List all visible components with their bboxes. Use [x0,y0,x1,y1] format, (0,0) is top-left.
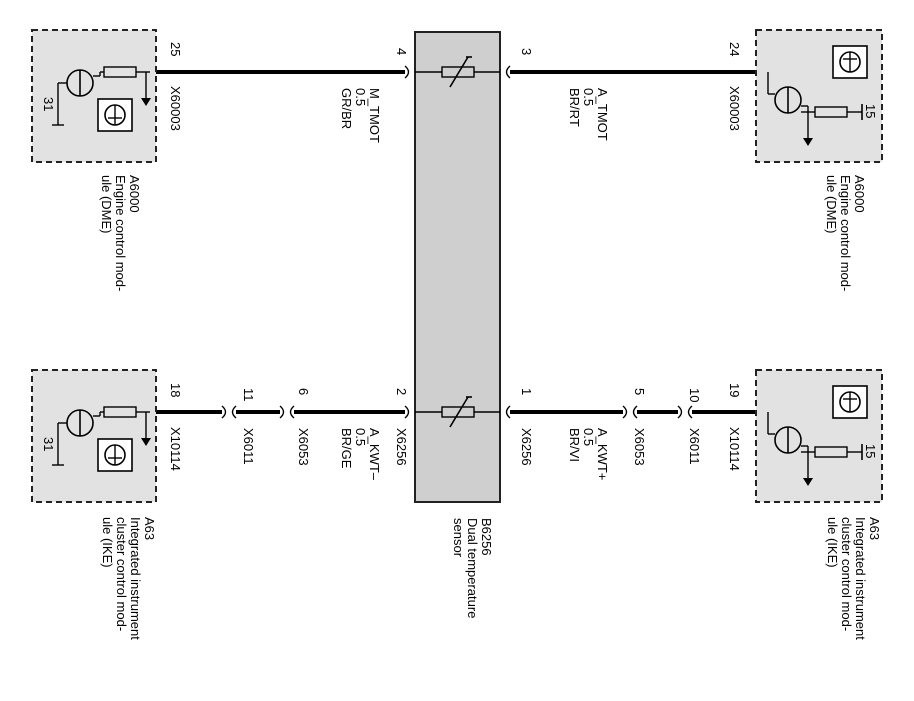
sensor-name-line-2: sensor [451,518,466,558]
module-a63-right: 15 19 X10114 A63 Integrated instrument c… [727,369,883,640]
control-unit-icon [832,45,868,79]
wire-a-kwt-plus [505,405,762,419]
control-unit-icon [832,385,868,419]
connector-label: X60003 [168,86,183,131]
module-name-line-2: ule (DME) [824,175,839,234]
sensor-id: B6256 [479,518,494,556]
label-m-tmot: 4 M_TMOT 0.5 GR/BR [339,48,409,143]
module-a6000-left: 31 25 X60003 A6000 Engine control mod- u… [31,29,183,291]
resistor-icon [99,66,151,106]
sensor-pin-1: 1 [519,388,534,395]
sensor-b6256 [414,31,501,503]
sensor-pin-4: 4 [394,48,409,55]
connector-label: X10114 [168,427,183,471]
pin-label: 18 [168,383,183,397]
module-name-line-3: ule (IKE) [100,517,115,568]
transistor-icon [52,69,100,126]
sensor-name-line-1: Dual temperature [465,518,480,618]
inline-pin-11: 11 [241,388,256,402]
wire-m-tmot [150,65,410,79]
wire-a-kwt-minus [150,405,410,419]
signal-name: M_TMOT [367,88,382,143]
label-sensor: B6256 Dual temperature sensor [451,518,494,618]
sensor-connector: X6256 [394,428,409,466]
module-id: A6000 [852,175,867,213]
control-unit-icon [97,98,133,132]
wire-gauge: 0.5 [353,428,368,446]
ground-label: 31 [41,437,56,451]
resistor-icon [99,406,151,446]
label-a-kwt-plus: 1 X6256 A_KWT+ 0.5 BR/VI 5 X6053 10 X601… [519,388,702,480]
connector-label: X60003 [727,86,742,131]
label-a-kwt-minus: 2 X6256 A_KWT– 0.5 BR/GE 6 X6053 11 X601… [241,388,409,481]
wire-gauge: 0.5 [581,428,596,446]
inline-connector-x6053: X6053 [632,428,647,466]
wire-a-tmot [505,65,762,79]
wire-gauge: 0.5 [353,88,368,106]
module-id: A6000 [127,175,142,213]
sensor-pin-2: 2 [394,388,409,395]
module-name-line-2: cluster control mod- [114,517,129,631]
signal-name: A_TMOT [595,88,610,141]
module-id: A63 [142,517,157,540]
sensor-body [414,31,501,503]
sensor-pin-3: 3 [519,48,534,55]
module-name-line-1: Engine control mod- [113,175,128,291]
signal-name: A_KWT+ [595,428,610,480]
sensor-connector: X6256 [519,428,534,466]
supply-label: 15 [863,444,878,458]
module-name-line-2: ule (DME) [99,175,114,234]
signal-name: A_KWT– [367,428,382,481]
inline-pin-6: 6 [296,388,311,395]
module-a6000-right: 15 24 X60003 A6000 Engine control mod- u… [727,29,883,291]
pin-label: 24 [727,42,742,56]
module-name-line-1: Integrated instrument [128,517,143,640]
module-name-line-3: ule (IKE) [825,517,840,568]
wire-color: BR/VI [567,428,582,462]
supply-label: 15 [863,104,878,118]
wire-color: BR/RT [567,88,582,127]
transistor-icon [52,409,100,466]
wire-gauge: 0.5 [581,88,596,106]
pin-label: 19 [727,383,742,397]
inline-connector-x6011: X6011 [241,428,256,465]
wire-color: BR/GE [339,428,354,469]
wire-color: GR/BR [339,88,354,129]
pin-label: 25 [168,42,183,56]
connector-label: X10114 [727,427,742,471]
module-name-line-1: Engine control mod- [838,175,853,291]
inline-pin-10: 10 [687,388,702,402]
resistor-icon [801,104,863,120]
module-id: A63 [867,517,882,540]
label-a-tmot: 3 A_TMOT 0.5 BR/RT [519,48,610,141]
module-name-line-1: Integrated instrument [853,517,868,640]
ground-label: 31 [41,97,56,111]
inline-connector-x6011: X6011 [687,428,702,465]
resistor-icon [801,444,863,460]
module-a63-left: 31 18 X10114 A63 Integrated instrument c… [31,369,183,640]
inline-connector-x6053: X6053 [296,428,311,466]
control-unit-icon [97,438,133,472]
inline-pin-5: 5 [632,388,647,395]
module-name-line-2: cluster control mod- [839,517,854,631]
